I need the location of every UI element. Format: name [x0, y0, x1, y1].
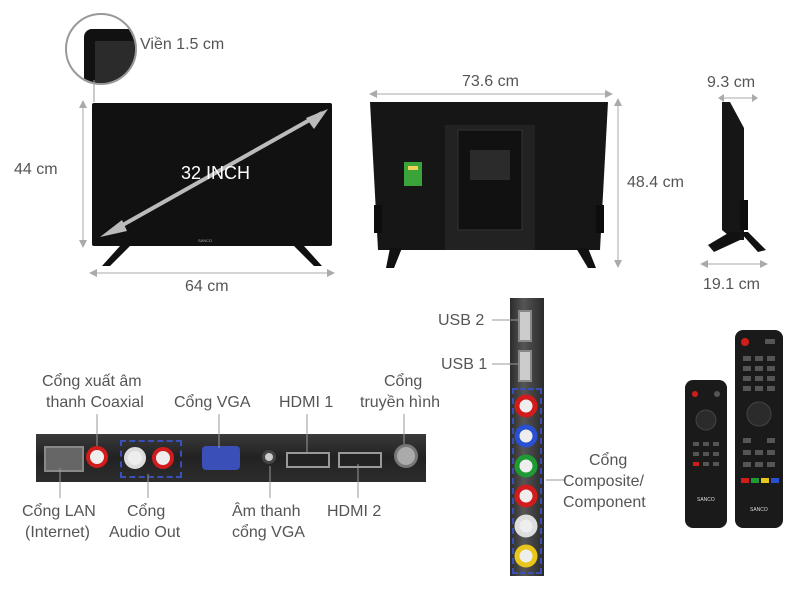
- coaxial-label-line2: thanh Coaxial: [46, 394, 144, 411]
- back-height-dimension-line: [614, 98, 622, 268]
- audio-out-group: [120, 440, 182, 478]
- vga-port: [202, 446, 240, 470]
- hdmi2-port: [338, 452, 382, 468]
- lan-label-line1: Cổng LAN: [22, 503, 96, 520]
- back-width-label: 73.6 cm: [462, 73, 519, 90]
- usb2-label: USB 2: [438, 312, 485, 329]
- hdmi1-label: HDMI 1: [279, 394, 334, 411]
- remote-large: [735, 330, 783, 528]
- side-rca-jacks: [514, 394, 538, 568]
- lan-label-line2: (Internet): [25, 524, 90, 541]
- hdmi1-port: [286, 452, 330, 468]
- composite-label-line2: Composite/: [563, 473, 644, 490]
- audio-label-line2: Audio Out: [109, 524, 181, 541]
- hdmi2-label: HDMI 2: [327, 503, 382, 520]
- tv-front-stands: [102, 246, 322, 266]
- coaxial-label-line1: Cổng xuất âm: [42, 373, 142, 390]
- depth-label: 9.3 cm: [707, 74, 756, 91]
- usb2-port: [518, 310, 532, 342]
- remote-large-logo: SANCO: [750, 507, 768, 513]
- antenna-label-line2: truyền hình: [360, 394, 441, 411]
- vga-label: Cổng VGA: [174, 394, 251, 411]
- diagonal-arrow: [100, 109, 328, 237]
- stand-depth-dimension-line: [700, 260, 768, 268]
- stand-depth-label: 19.1 cm: [703, 276, 760, 293]
- antenna-port: [394, 444, 418, 468]
- bezel-zoom: [65, 13, 137, 85]
- audio-out-white-port: [124, 447, 146, 469]
- tv-back: [370, 102, 608, 268]
- usb1-label: USB 1: [441, 356, 488, 373]
- bezel-pointer: [93, 80, 95, 102]
- remote-small-logo: SANCO: [697, 497, 715, 503]
- bezel-label: Viền 1.5 cm: [140, 36, 225, 53]
- coaxial-port: [86, 446, 108, 468]
- composite-label-line3: Component: [563, 494, 646, 511]
- lan-port: [44, 446, 84, 472]
- audio-out-red-port: [152, 447, 174, 469]
- audio-label-line1: Cổng: [127, 503, 166, 520]
- width-label: 64 cm: [185, 278, 229, 295]
- screen-size-label: 32 INCH: [181, 163, 251, 183]
- antenna-label-line1: Cổng: [384, 373, 423, 390]
- vga-audio-port: [262, 450, 276, 464]
- usb1-port: [518, 350, 532, 382]
- tv-front-logo: SANCO: [198, 238, 213, 243]
- height-label: 44 cm: [14, 161, 58, 178]
- vga-audio-label-line1: Âm thanh: [232, 503, 301, 520]
- depth-dimension-line: [718, 94, 758, 102]
- width-dimension-line: [89, 269, 335, 277]
- height-dimension-line: [79, 100, 87, 248]
- composite-group: [512, 388, 542, 574]
- back-height-label: 48.4 cm: [627, 174, 684, 191]
- vga-audio-label-line2: cổng VGA: [232, 524, 305, 541]
- back-width-dimension-line: [369, 90, 613, 98]
- bottom-port-panel: [36, 434, 426, 482]
- tv-side: [708, 102, 766, 252]
- composite-label-line1: Cổng: [589, 452, 628, 469]
- remote-small: [685, 380, 727, 528]
